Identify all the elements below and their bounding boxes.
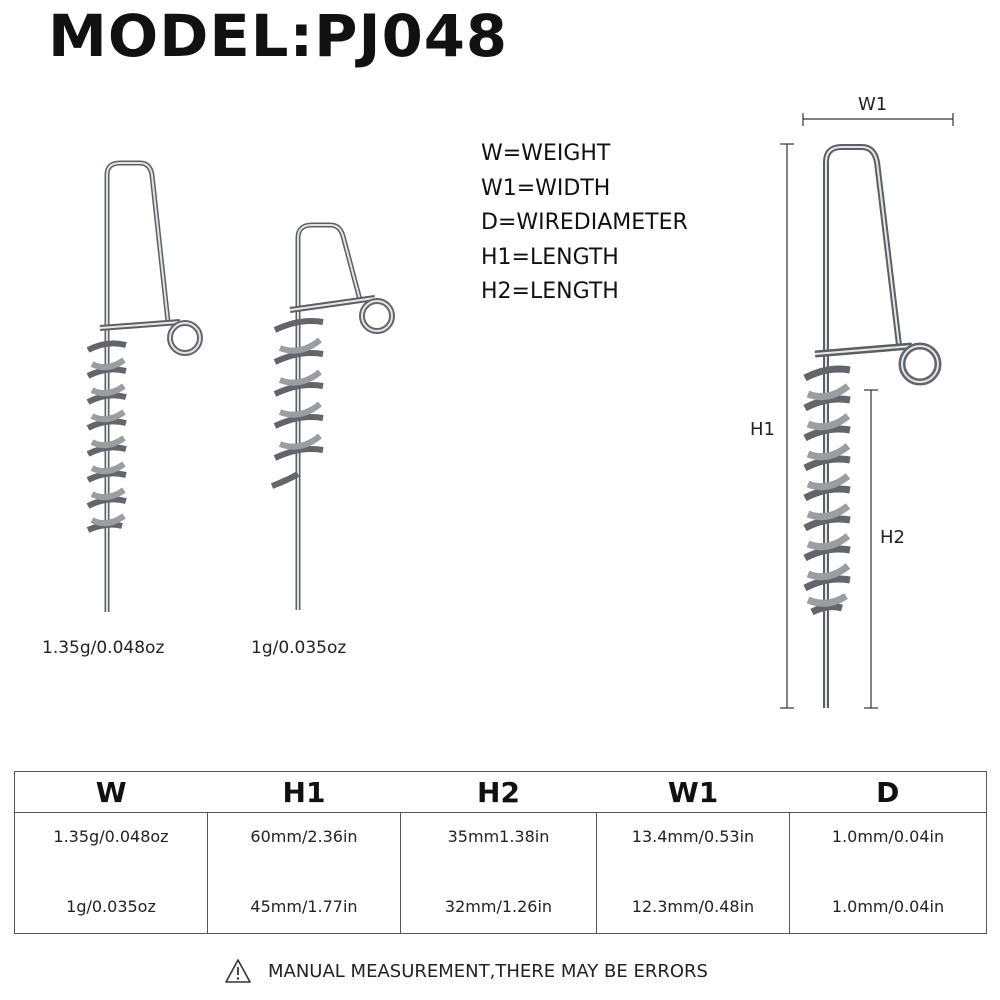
table-cell: 35mm1.38in <box>400 812 597 880</box>
legend-item: D=WIREDIAMETER <box>481 210 688 235</box>
table-cell: 13.4mm/0.53in <box>596 812 790 880</box>
legend-item: W1=WIDTH <box>481 175 611 201</box>
table-cell: 1g/0.035oz <box>66 897 156 916</box>
table-cell: 1.35g/0.048oz <box>53 827 169 846</box>
table-cell: 45mm/1.77in <box>207 880 401 934</box>
header-weight: W <box>14 771 208 813</box>
legend-item: W=WEIGHT <box>481 141 611 166</box>
w1-dimension-label: W1 <box>858 94 888 115</box>
header-h2: H2 <box>400 771 597 813</box>
header-w1: W1 <box>596 771 790 813</box>
h2-dimension-label: H2 <box>880 527 905 548</box>
table-cell: 60mm/2.36in <box>207 812 401 880</box>
table-cell: 1.0mm/0.04in <box>789 812 987 880</box>
table-row: 1g/0.035oz 45mm/1.77in 32mm/1.26in 12.3m… <box>15 880 987 934</box>
pin-large-weight-label: 1.35g/0.048oz <box>42 638 165 658</box>
header-h1: H1 <box>207 771 401 813</box>
table-cell: 12.3mm/0.48in <box>596 880 790 934</box>
spec-table: W H1 H2 W1 D 1.35g/0.048oz 60mm/2.36in 3… <box>14 771 987 934</box>
h1-dimension-label: H1 <box>750 419 775 440</box>
legend-item: H1=LENGTH <box>481 244 619 270</box>
legend-item: H2=LENGTH <box>481 279 619 304</box>
model-title: MODEL:PJ048 <box>48 2 509 70</box>
dimension-drawing <box>780 113 954 709</box>
table-cell: 1.0mm/0.04in <box>789 880 987 934</box>
table-header-row: W H1 H2 W1 D <box>14 771 987 813</box>
warning-icon <box>225 959 251 983</box>
table-cell: 32mm/1.26in <box>400 880 597 934</box>
pin-large-image <box>86 160 203 612</box>
pin-small-image <box>270 222 395 610</box>
table-row: 1.35g/0.048oz 60mm/2.36in 35mm1.38in 13.… <box>15 812 987 880</box>
product-drawing <box>86 113 954 709</box>
legend: W=WEIGHT W1=WIDTH D=WIREDIAMETER H1=LENG… <box>481 137 688 310</box>
measurement-notice: MANUAL MEASUREMENT,THERE MAY BE ERRORS <box>224 958 708 984</box>
header-d: D <box>789 771 987 813</box>
pin-small-weight-label: 1g/0.035oz <box>251 638 347 658</box>
notice-text: MANUAL MEASUREMENT,THERE MAY BE ERRORS <box>268 960 708 982</box>
